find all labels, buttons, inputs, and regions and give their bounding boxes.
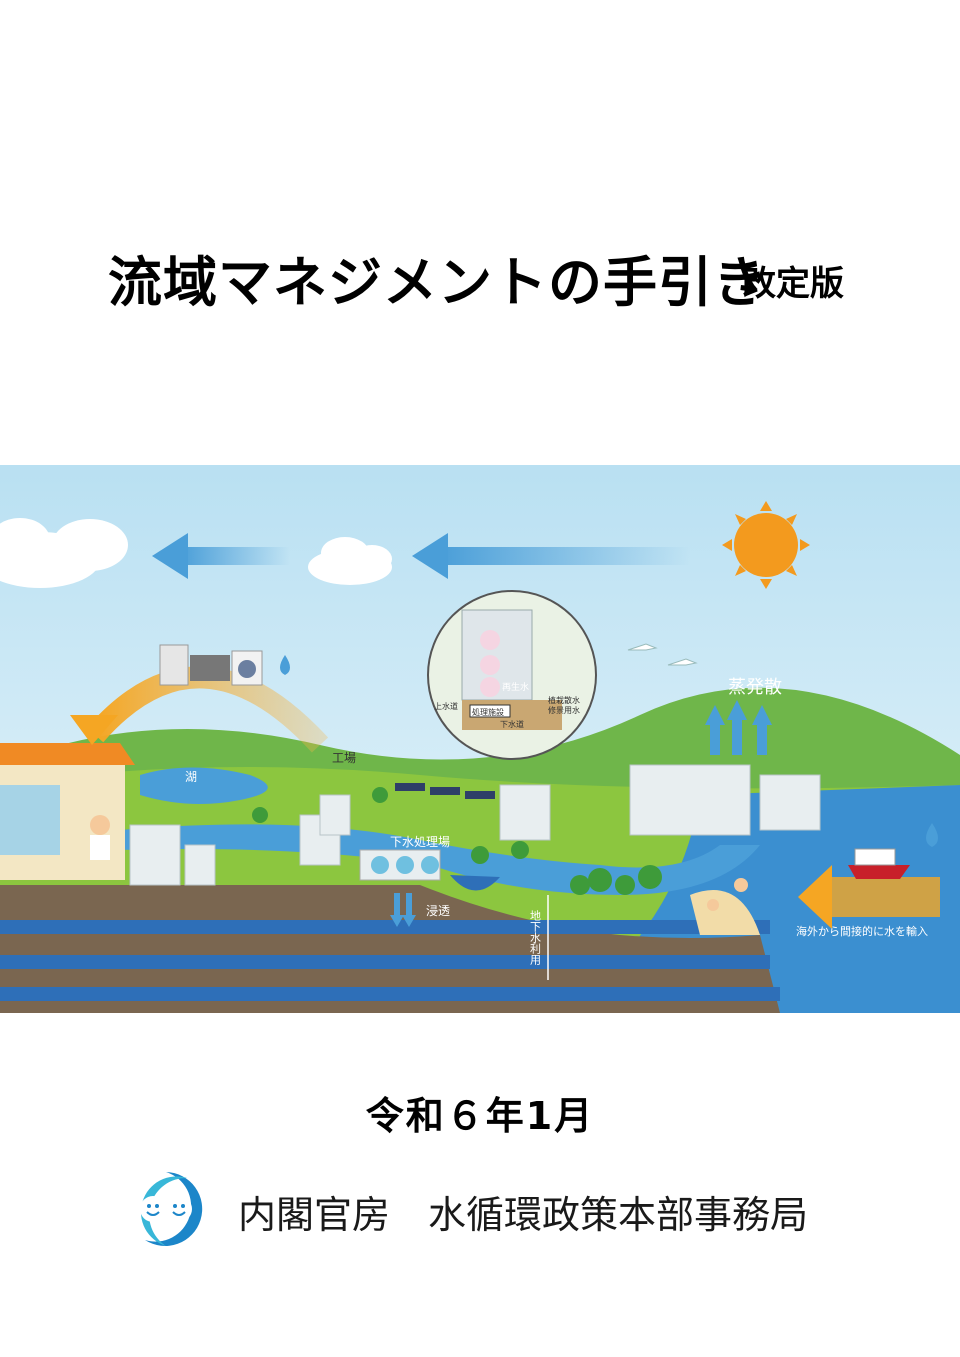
sun-icon bbox=[722, 501, 810, 589]
label-sewer: 下水道 bbox=[500, 719, 524, 729]
cloud-icon bbox=[0, 518, 128, 588]
ground bbox=[0, 885, 780, 1013]
lake bbox=[140, 767, 268, 804]
arrow-head-icon bbox=[70, 715, 118, 745]
ship-icon bbox=[848, 848, 910, 879]
person-icon bbox=[707, 899, 719, 911]
organization-name: 内閣官房 水循環政策本部事務局 bbox=[238, 1193, 809, 1237]
aquifer-layer bbox=[0, 987, 780, 1001]
footer: 内閣官房 水循環政策本部事務局 bbox=[125, 1168, 845, 1248]
label-groundwater-use: 地下水利用 bbox=[529, 910, 542, 966]
label-sewage-plant: 下水処理場 bbox=[390, 835, 450, 849]
publication-date: 令和６年1月 bbox=[365, 1094, 595, 1138]
aquifer-layer bbox=[0, 920, 770, 934]
buildings bbox=[129, 764, 821, 886]
trees bbox=[252, 787, 662, 895]
wind-arrow-icon bbox=[152, 533, 290, 579]
document-title: 流域マネジメントの手引き bbox=[108, 251, 768, 314]
label-treatment-facility: 処理施設 bbox=[472, 707, 504, 717]
beach bbox=[690, 890, 760, 935]
person-icon bbox=[734, 878, 748, 892]
water-cycle-illustration: 蒸発散 工場 湖 下水処理場 浸透 海外から間接的に水を輸入 上水道 処理施設 … bbox=[0, 465, 960, 1013]
import-arrow-icon bbox=[798, 865, 940, 929]
evaporation-arrow-icon bbox=[705, 700, 772, 755]
label-evaporation: 蒸発散 bbox=[728, 677, 782, 698]
label-reclaimed: 再生水 bbox=[502, 681, 529, 693]
cloud-icon bbox=[308, 537, 392, 585]
label-lake: 湖 bbox=[185, 769, 197, 784]
house bbox=[0, 743, 135, 880]
title-row: 流域マネジメントの手引き 改定版 bbox=[108, 238, 908, 314]
label-cleaning: 修景用水 bbox=[548, 705, 580, 715]
water-drop-icon bbox=[926, 823, 938, 847]
bird-icon bbox=[627, 643, 698, 666]
appliances-icon bbox=[159, 644, 263, 686]
document-subtitle: 改定版 bbox=[742, 264, 844, 304]
infiltration-arrow-icon bbox=[390, 893, 416, 927]
inset-building-diagram bbox=[427, 590, 597, 760]
pond bbox=[450, 875, 500, 891]
illustration-svg: 蒸発散 工場 湖 下水処理場 浸透 海外から間接的に水を輸入 上水道 処理施設 … bbox=[0, 465, 960, 1013]
label-water-supply: 上水道 bbox=[434, 701, 458, 711]
label-factory: 工場 bbox=[332, 751, 356, 765]
label-indirect-import: 海外から間接的に水を輸入 bbox=[796, 924, 928, 938]
label-infiltration: 浸透 bbox=[426, 904, 450, 918]
water-cycle-logo-icon bbox=[140, 1172, 203, 1246]
aquifer-layer bbox=[0, 955, 770, 969]
sewage-plant bbox=[359, 849, 441, 881]
water-drop-icon bbox=[280, 655, 290, 675]
solar-panels bbox=[395, 783, 495, 799]
label-sprinkling: 植栽散水 bbox=[548, 695, 580, 705]
wind-arrow-icon bbox=[412, 533, 690, 579]
